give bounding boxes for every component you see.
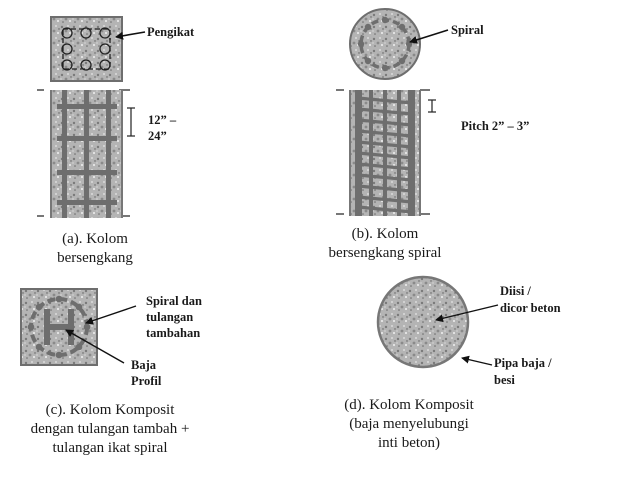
panel-d-concrete-filled-tube: Diisi / dicor beton Pipa baja / besi (d)… xyxy=(344,275,561,451)
caption-b-line2: bersengkang spiral xyxy=(329,245,442,261)
steel-profile-line1: Baja xyxy=(131,358,157,372)
arrow-icon xyxy=(461,355,493,366)
spiral-extra-bars-line2: tulangan xyxy=(146,310,193,324)
tie-spacing-dimension xyxy=(127,107,135,137)
spiral-extra-bars-line1: Spiral dan xyxy=(146,294,202,308)
caption-a-line1: (a). Kolom xyxy=(62,231,128,247)
arrow-icon xyxy=(85,305,137,325)
concrete-fill-line2: dicor beton xyxy=(500,301,561,315)
spiral-cross-section xyxy=(349,8,421,80)
spiral-elevation xyxy=(336,89,430,216)
arrow-icon xyxy=(409,29,449,44)
caption-c-line3: tulangan ikat spiral xyxy=(53,440,168,456)
caption-d-line3: inti beton) xyxy=(378,435,440,451)
spiral-label: Spiral xyxy=(451,23,484,37)
arrow-icon xyxy=(65,329,125,364)
concrete-fill-line1: Diisi / xyxy=(500,284,531,298)
arrow-icon xyxy=(435,304,499,323)
caption-b-line1: (b). Kolom xyxy=(352,226,419,242)
caption-d-line2: (baja menyelubungi xyxy=(349,416,469,432)
panel-a-tied-column: Pengikat 12” – 24” (a). Kolom bersengk xyxy=(37,16,195,266)
arrow-icon xyxy=(115,31,146,40)
caption-c-line1: (c). Kolom Komposit xyxy=(46,402,176,418)
steel-pipe-section xyxy=(376,275,470,369)
tied-elevation xyxy=(37,89,130,218)
caption-c-line2: dengan tulangan tambah + xyxy=(31,421,190,437)
panel-b-spiral-column: Spiral xyxy=(329,8,529,261)
caption-a-line2: bersengkang xyxy=(57,250,133,266)
steel-pipe-line2: besi xyxy=(494,373,515,387)
composite-cross-section xyxy=(20,288,98,366)
steel-profile-line2: Profil xyxy=(131,374,162,388)
panel-c-composite-column: Spiral dan tulangan tambahan Baja Profil… xyxy=(20,288,202,456)
caption-d-line1: (d). Kolom Komposit xyxy=(344,397,474,413)
tied-cross-section xyxy=(50,16,123,82)
tie-spacing-line1: 12” – xyxy=(148,113,177,127)
tie-spacing-line2: 24” xyxy=(148,129,167,143)
steel-h-profile xyxy=(44,309,74,345)
pitch-label: Pitch 2” – 3” xyxy=(461,119,529,133)
tie-label: Pengikat xyxy=(147,25,195,39)
steel-pipe-line1: Pipa baja / xyxy=(494,356,552,370)
pitch-dimension xyxy=(428,99,436,113)
spiral-extra-bars-line3: tambahan xyxy=(146,326,200,340)
